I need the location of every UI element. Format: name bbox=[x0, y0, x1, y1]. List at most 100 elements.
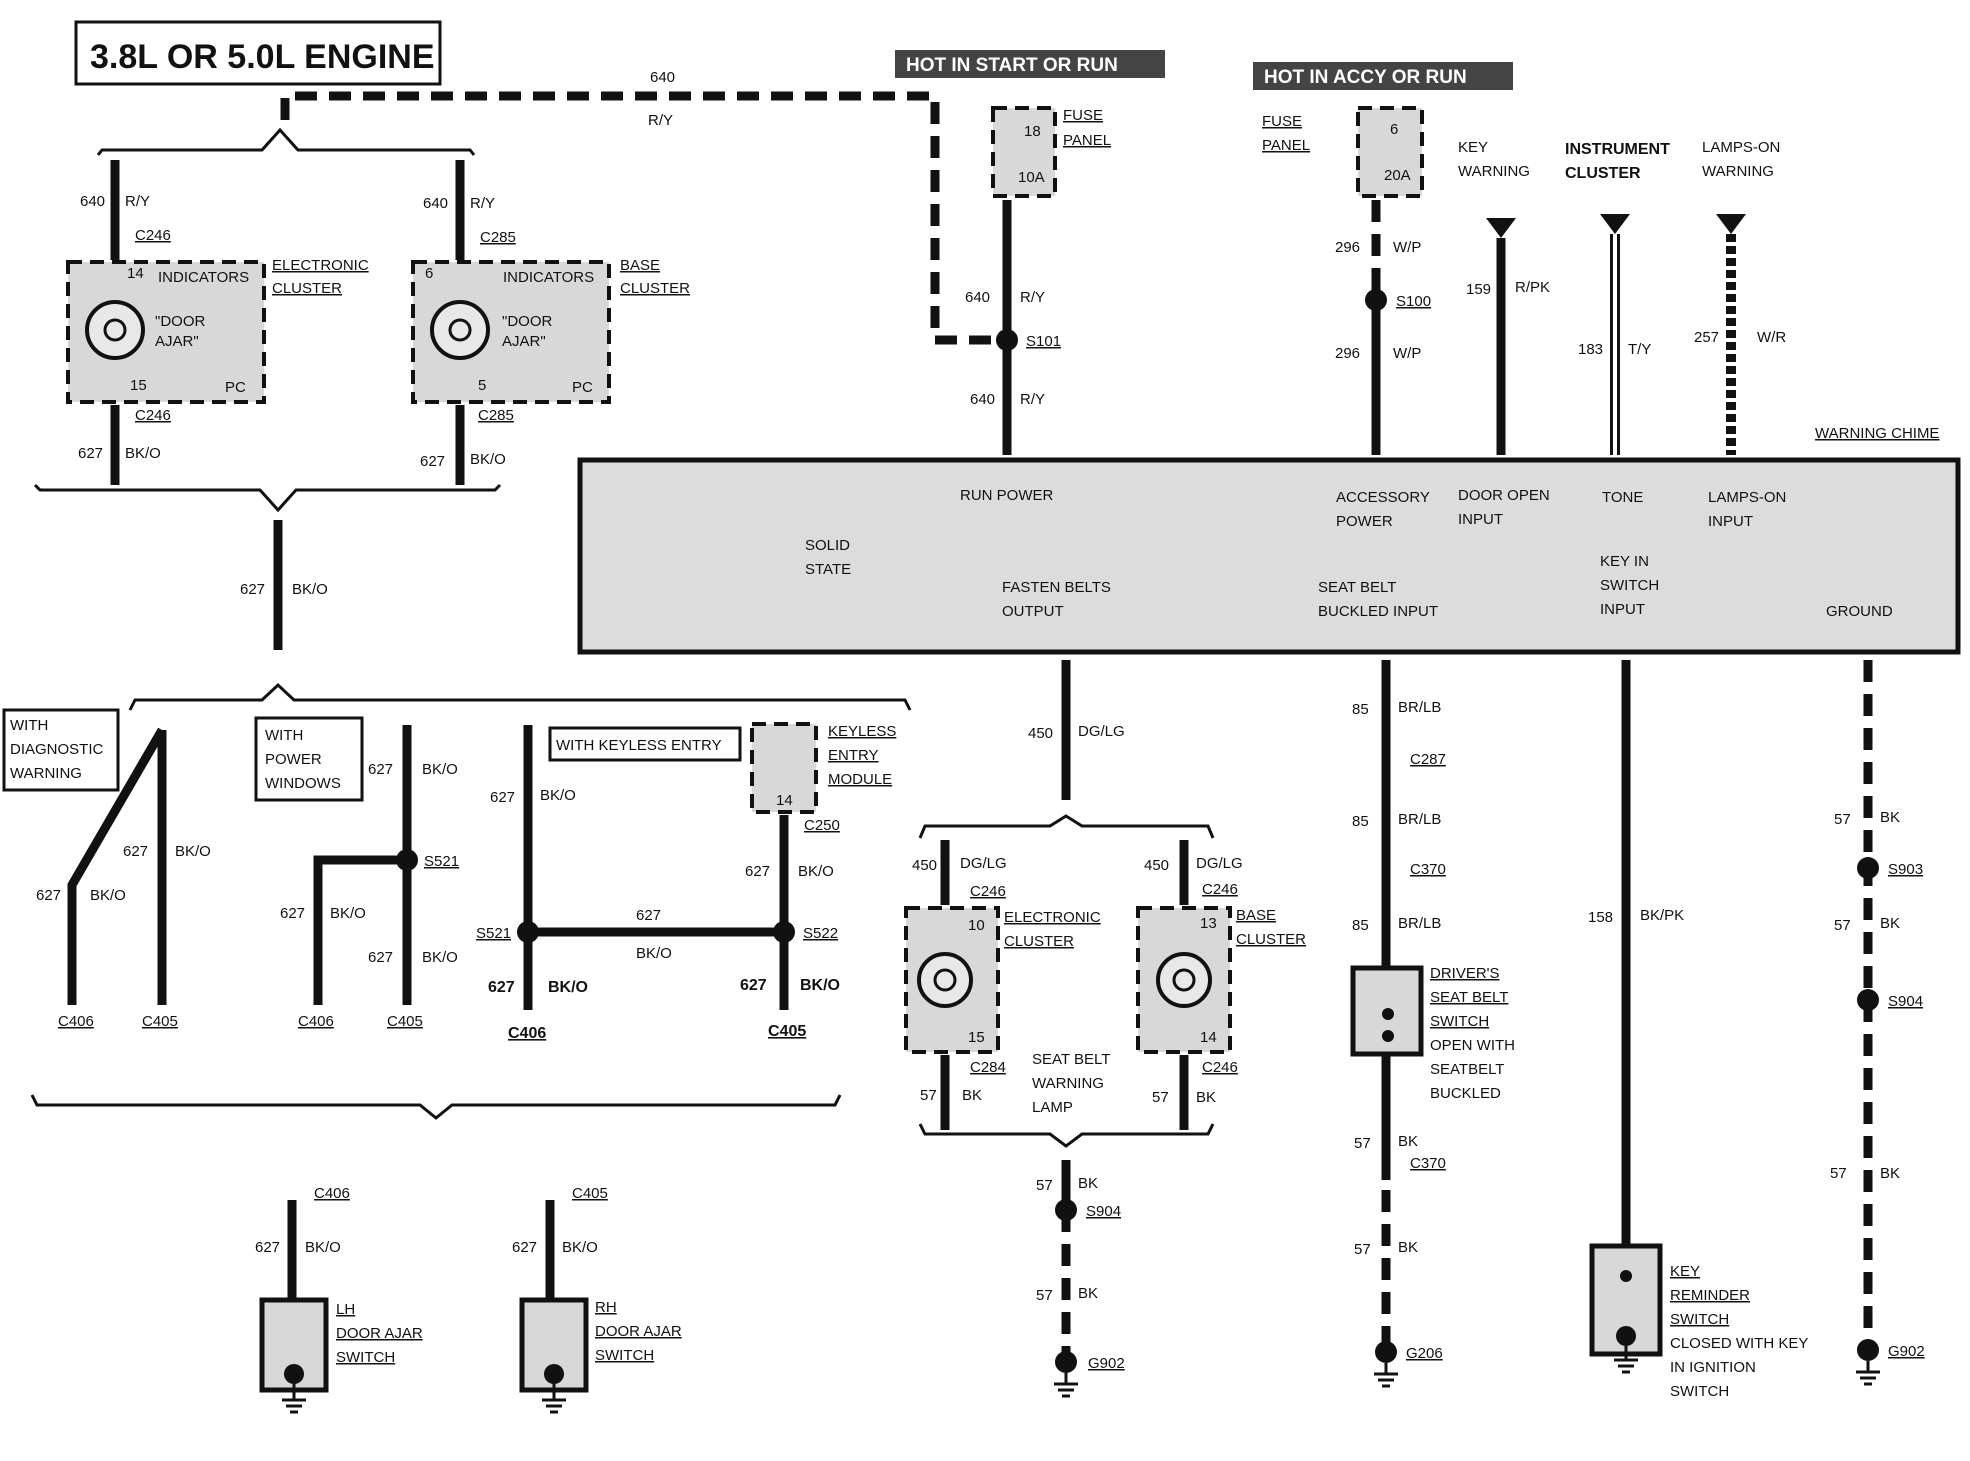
ground-icon bbox=[1374, 1363, 1398, 1388]
seatbelt-warning-lamp-label-1: SEAT BELT bbox=[1032, 1051, 1110, 1068]
label-s521-a: S521 bbox=[424, 853, 459, 870]
diag-label-1: WITH bbox=[10, 717, 48, 734]
lamps-on-input-label-2: INPUT bbox=[1708, 513, 1753, 530]
ground-terminal-label: GROUND bbox=[1826, 603, 1893, 620]
label-57-b: 57 bbox=[1152, 1089, 1169, 1106]
label-bkpk: BK/PK bbox=[1640, 907, 1684, 924]
lh-switch-label-2: DOOR AJAR bbox=[336, 1325, 423, 1342]
switch-contact-icon bbox=[1382, 1030, 1394, 1042]
key-in-switch-input-label-3: INPUT bbox=[1600, 601, 1645, 618]
label-450-b: 450 bbox=[1144, 857, 1169, 874]
label-627-ke5: 627 bbox=[740, 977, 767, 994]
label-158: 158 bbox=[1588, 909, 1613, 926]
door-ajar-lamp-base bbox=[430, 300, 490, 360]
connector-c405-c: C405 bbox=[768, 1023, 806, 1040]
pin-15: 15 bbox=[130, 377, 147, 394]
connector-c406-lh: C406 bbox=[314, 1185, 350, 1202]
label-s904-ground: S904 bbox=[1888, 993, 1923, 1010]
label-627-rh: 627 bbox=[512, 1239, 537, 1256]
diagnostic-warning-box bbox=[2, 708, 120, 792]
fuse2-title-1: FUSE bbox=[1262, 113, 1302, 130]
rh-switch-label-3: SWITCH bbox=[595, 1347, 654, 1364]
lh-switch-contact bbox=[284, 1364, 304, 1384]
label-bk-l1: BK bbox=[1078, 1175, 1098, 1192]
label-bko-pw1: BK/O bbox=[422, 761, 458, 778]
ground-g902 bbox=[1857, 1339, 1879, 1361]
base-cluster-lamp-label-1: BASE bbox=[1236, 907, 1276, 924]
pc-label-b: PC bbox=[572, 379, 593, 396]
label-bko-ke2: BK/O bbox=[798, 863, 834, 880]
label-296-a: 296 bbox=[1335, 239, 1360, 256]
label-bko-b: BK/O bbox=[470, 451, 506, 468]
label-bko-rh: BK/O bbox=[562, 1239, 598, 1256]
label-ry-fuse: R/Y bbox=[1020, 289, 1045, 306]
seat-belt-buckled-input-label-1: SEAT BELT bbox=[1318, 579, 1396, 596]
label-627-main: 627 bbox=[240, 581, 265, 598]
label-brlb-c: BR/LB bbox=[1398, 915, 1441, 932]
label-57-e: 57 bbox=[920, 1087, 937, 1104]
door-open-input-label-2: INPUT bbox=[1458, 511, 1503, 528]
title-box bbox=[74, 20, 442, 86]
label-rpk: R/PK bbox=[1515, 279, 1550, 296]
seat-belt-buckled-input-label-2: BUCKLED INPUT bbox=[1318, 603, 1438, 620]
splice-s904-lamp bbox=[1055, 1199, 1077, 1221]
door-open-input-label-1: DOOR OPEN bbox=[1458, 487, 1550, 504]
wire-640-feed bbox=[280, 91, 1000, 345]
ground-icon bbox=[1856, 1361, 1880, 1386]
label-bk-g2: BK bbox=[1880, 915, 1900, 932]
tone-label: TONE bbox=[1602, 489, 1643, 506]
splice-s903 bbox=[1857, 857, 1879, 879]
connector-c246-b-lamp: C246 bbox=[1202, 881, 1238, 898]
key-in-switch-input-label-2: SWITCH bbox=[1600, 577, 1659, 594]
label-640: 640 bbox=[650, 69, 675, 86]
drivers-switch-label-5: SEATBELT bbox=[1430, 1061, 1504, 1078]
connector-c246-e-lamp: C246 bbox=[970, 883, 1006, 900]
label-bko-d1: BK/O bbox=[175, 843, 211, 860]
page-title: 3.8L OR 5.0L ENGINE bbox=[90, 38, 435, 76]
label-ry-b: R/Y bbox=[470, 195, 495, 212]
label-s904-lamp: S904 bbox=[1086, 1203, 1121, 1220]
connector-c246-lamp-bottom: C246 bbox=[1202, 1059, 1238, 1076]
kem-pin-14: 14 bbox=[776, 792, 793, 809]
splice-s904-ground bbox=[1857, 989, 1879, 1011]
label-wp-a: W/P bbox=[1393, 239, 1421, 256]
label-bk-d1: BK bbox=[1398, 1133, 1418, 1150]
label-s903: S903 bbox=[1888, 861, 1923, 878]
rh-switch-label-1: RH bbox=[595, 1299, 617, 1316]
connector-c246-top: C246 bbox=[135, 227, 171, 244]
hot-start-run-banner bbox=[895, 50, 1165, 78]
instrument-cluster-label-2: CLUSTER bbox=[1565, 165, 1641, 182]
ground-icon bbox=[282, 1384, 306, 1414]
label-s522: S522 bbox=[803, 925, 838, 942]
accessory-power-label-2: POWER bbox=[1336, 513, 1393, 530]
label-bko-ke3: BK/O bbox=[636, 945, 672, 962]
arrow-lamps-on-icon bbox=[1716, 214, 1746, 234]
splice-s521-a bbox=[396, 849, 418, 871]
label-brlb-b: BR/LB bbox=[1398, 811, 1441, 828]
switch-contact-icon bbox=[1620, 1270, 1632, 1282]
label-85-c: 85 bbox=[1352, 917, 1369, 934]
label-257: 257 bbox=[1694, 329, 1719, 346]
hot-accy-run-banner bbox=[1253, 62, 1513, 90]
label-450-main: 450 bbox=[1028, 725, 1053, 742]
electronic-cluster-label-2: CLUSTER bbox=[272, 280, 342, 297]
seatbelt-warning-lamp-label-3: LAMP bbox=[1032, 1099, 1073, 1116]
key-warning-label-1: KEY bbox=[1458, 139, 1488, 156]
kem-label-3: MODULE bbox=[828, 771, 892, 788]
label-bko-ke4: BK/O bbox=[548, 979, 588, 996]
pin-14: 14 bbox=[127, 265, 144, 282]
label-g902: G902 bbox=[1888, 1343, 1925, 1360]
label-g902-lamp: G902 bbox=[1088, 1355, 1125, 1372]
label-640-b: 640 bbox=[423, 195, 448, 212]
indicators-label-b: INDICATORS bbox=[503, 269, 594, 286]
bracket-bottom-options bbox=[30, 1094, 842, 1120]
fasten-belts-output-label-1: FASTEN BELTS bbox=[1002, 579, 1111, 596]
ground-icon bbox=[1054, 1373, 1078, 1398]
lamps-on-input-label-1: LAMPS-ON bbox=[1708, 489, 1786, 506]
bracket-options bbox=[128, 682, 912, 711]
electronic-cluster-label-1: ELECTRONIC bbox=[272, 257, 369, 274]
label-57-g1: 57 bbox=[1834, 811, 1851, 828]
label-627-pw3: 627 bbox=[368, 949, 393, 966]
pw-label-1: WITH bbox=[265, 727, 303, 744]
diag-label-2: DIAGNOSTIC bbox=[10, 741, 104, 758]
